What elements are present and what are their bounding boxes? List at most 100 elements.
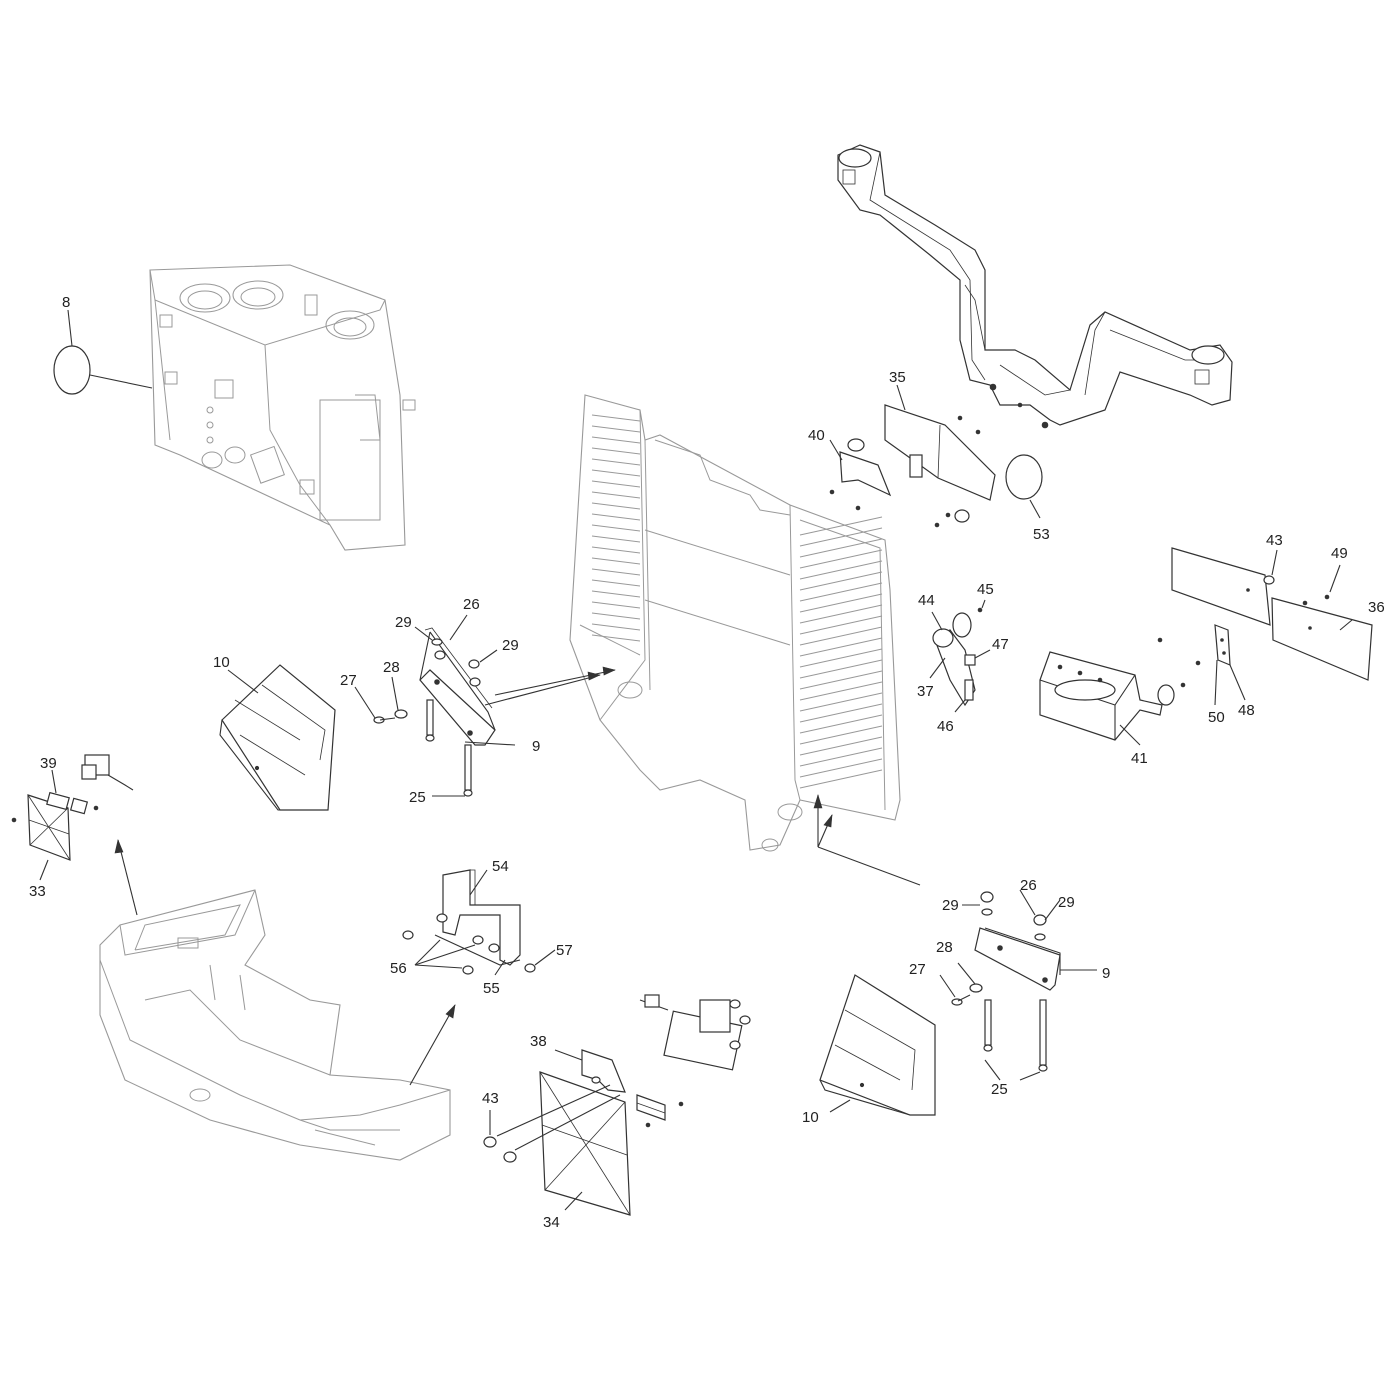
grille-slat [591,579,641,587]
grille-slat [591,513,641,521]
grille-slat [799,549,883,569]
plate-assembly-parts-35-40-53 [829,384,1043,528]
grille-slat [799,769,883,789]
grille-slat [799,714,883,734]
radiator-grille-assembly [569,394,901,852]
grille-slat [591,458,641,466]
callout-27: 27 [909,961,926,978]
callout-48: 48 [1238,702,1255,719]
callout-29: 29 [1058,894,1075,911]
callout-47: 47 [992,636,1009,653]
pivot-assembly-parts-37-44-47 [929,599,991,713]
grille-slat [799,736,883,756]
grille-slat [799,538,883,558]
callout-43: 43 [482,1090,499,1107]
callout-34: 34 [543,1214,560,1231]
callout-56: 56 [390,960,407,977]
grille-slat [799,670,883,690]
grille-slat [799,681,883,701]
guard-box-part-10-right [819,974,936,1116]
grille-slat [591,535,641,543]
callout-45: 45 [977,581,994,598]
callout-41: 41 [1131,750,1148,767]
rear-frame-assembly [149,264,416,551]
callout-33: 33 [29,883,46,900]
callout-43: 43 [1266,532,1283,549]
grille-slat [591,612,641,620]
grille-slat [591,447,641,455]
callout-28: 28 [936,939,953,956]
front-frame-assembly [99,889,451,1161]
o-ring-part-8 [53,309,153,395]
grille-slat [799,725,883,745]
grille-slat [799,648,883,668]
callout-27: 27 [340,672,357,689]
grille-slat [799,747,883,767]
callout-labels: 8 10 10 9 9 25 25 26 26 27 27 28 28 29 2… [29,294,1385,1231]
grille-slat [799,593,883,613]
grille-slat [591,524,641,532]
callout-57: 57 [556,942,573,959]
grille-slat [799,560,883,580]
grille-slat [591,601,641,609]
grille-slat [591,425,641,433]
grille-slat [799,571,883,591]
callout-44: 44 [918,592,935,609]
callout-55: 55 [483,980,500,997]
grille-slat [799,615,883,635]
grille-slat [591,568,641,576]
grille-slat [591,469,641,477]
callout-10: 10 [802,1109,819,1126]
bracket-assembly-left [354,614,616,797]
valve-assembly [639,994,751,1071]
callout-54: 54 [492,858,509,875]
bracket-parts-54-57 [402,869,556,1086]
callout-39: 39 [40,755,57,772]
grille-slat [591,546,641,554]
callout-8: 8 [62,294,70,311]
grille-slat [799,582,883,602]
bracket-assembly-right [813,793,1097,1081]
cover-plate-parts-34-38 [483,1049,684,1216]
callout-26: 26 [463,596,480,613]
grille-slat [799,659,883,679]
grille-slat [799,604,883,624]
callout-10: 10 [213,654,230,671]
callout-53: 53 [1033,526,1050,543]
callout-40: 40 [808,427,825,444]
grille-slat [799,637,883,657]
callout-26: 26 [1020,877,1037,894]
grille-slat [799,626,883,646]
grille-slat [591,590,641,598]
callout-35: 35 [889,369,906,386]
callout-9: 9 [1102,965,1110,982]
callout-50: 50 [1208,709,1225,726]
callout-38: 38 [530,1033,547,1050]
callout-28: 28 [383,659,400,676]
callout-29: 29 [395,614,412,631]
grille-slat [799,527,883,547]
grille-slat [591,634,641,642]
callout-25: 25 [409,789,426,806]
grille-slat [591,491,641,499]
callout-29: 29 [502,637,519,654]
grille-slat [799,516,883,536]
callout-29: 29 [942,897,959,914]
callout-36: 36 [1368,599,1385,616]
grille-slat [591,557,641,565]
callout-49: 49 [1331,545,1348,562]
grille-slat [591,623,641,631]
callout-37: 37 [917,683,934,700]
grille-slat [591,414,641,422]
grille-slat [799,692,883,712]
grille-slat [591,502,641,510]
loader-arm [837,144,1233,429]
guard-box-part-10-left [219,664,336,811]
grille-slat [591,480,641,488]
callout-9: 9 [532,738,540,755]
grille-slat [799,758,883,778]
callout-46: 46 [937,718,954,735]
housing-assembly-parts-36-41-48-50 [1039,547,1373,746]
grille-slat [591,436,641,444]
